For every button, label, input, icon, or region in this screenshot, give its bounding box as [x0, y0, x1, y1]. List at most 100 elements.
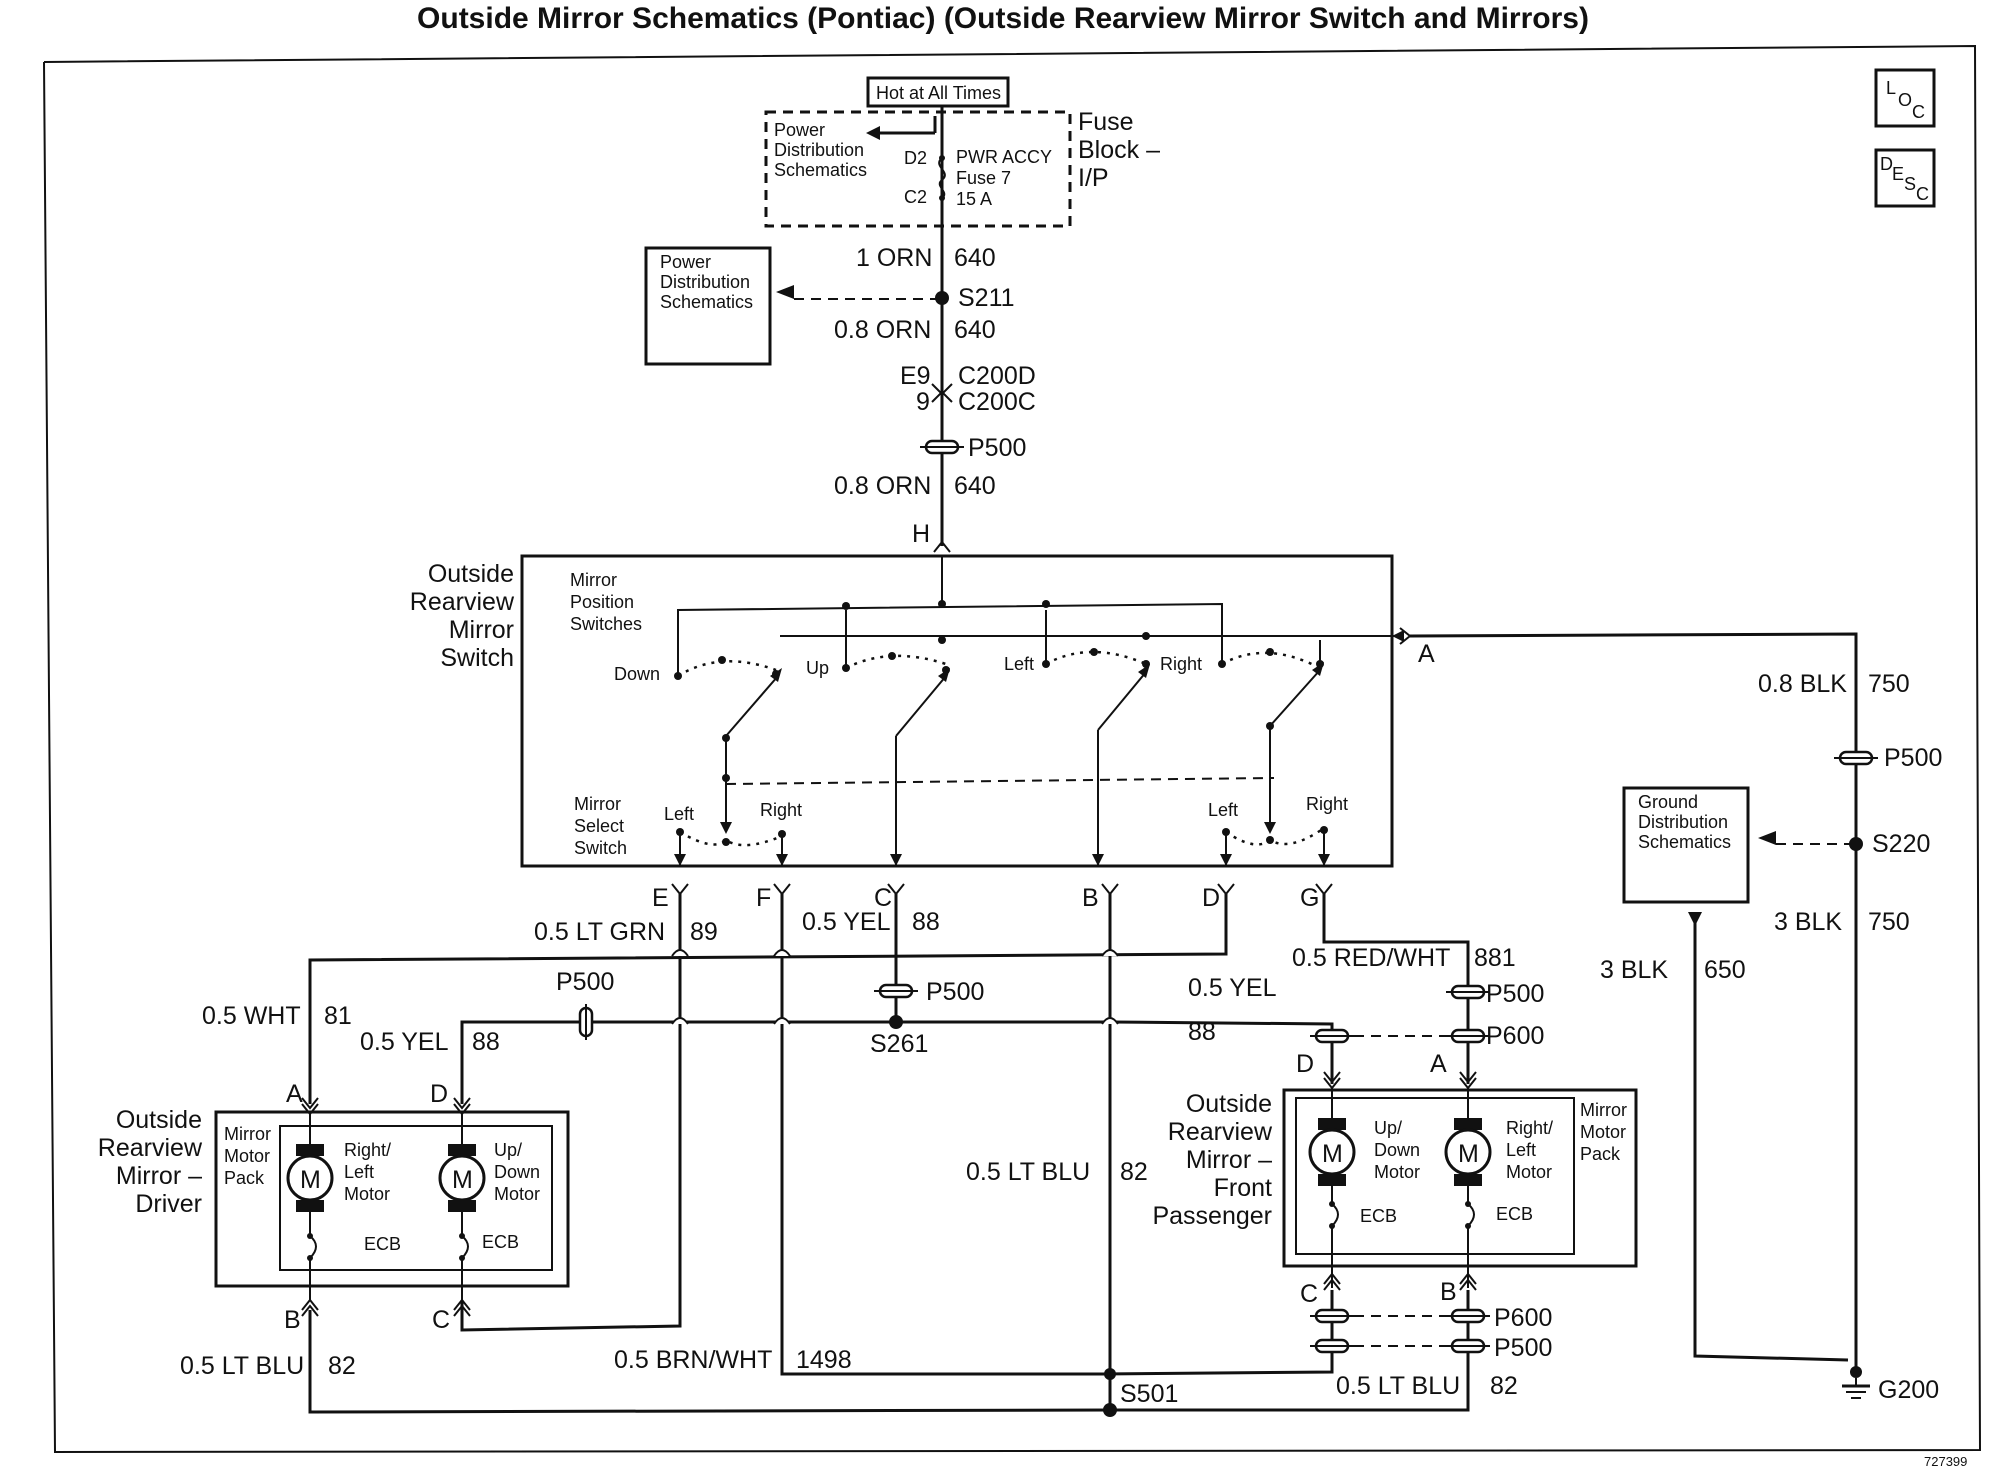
- svg-text:Pack: Pack: [224, 1168, 265, 1188]
- svg-text:3 BLK: 3 BLK: [1600, 956, 1668, 984]
- svg-text:0.5 BRN/WHT: 0.5 BRN/WHT: [614, 1346, 772, 1374]
- svg-text:Mirror: Mirror: [449, 616, 514, 644]
- svg-text:Driver: Driver: [135, 1190, 202, 1218]
- svg-text:C: C: [1916, 184, 1929, 204]
- svg-text:Fuse: Fuse: [1078, 108, 1134, 136]
- connector-p500-pass-bottom: P500: [1310, 1334, 1552, 1362]
- svg-text:P500: P500: [556, 968, 614, 996]
- svg-text:ECB: ECB: [482, 1232, 519, 1252]
- svg-text:P500: P500: [1486, 980, 1544, 1008]
- svg-text:88: 88: [472, 1028, 500, 1056]
- svg-text:0.5 RED/WHT: 0.5 RED/WHT: [1292, 944, 1450, 972]
- svg-text:B: B: [1440, 1278, 1457, 1306]
- connector-c200: E9 C200D 9 C200C: [900, 362, 1036, 416]
- svg-text:Rearview: Rearview: [1168, 1118, 1273, 1146]
- svg-text:Mirror –: Mirror –: [1186, 1146, 1272, 1174]
- svg-text:I/P: I/P: [1078, 164, 1109, 192]
- svg-text:9: 9: [916, 388, 930, 416]
- svg-text:Left: Left: [1004, 654, 1034, 674]
- svg-text:15 A: 15 A: [956, 189, 992, 209]
- svg-text:Hot at All Times: Hot at All Times: [876, 83, 1001, 103]
- connector-p500-top: P500: [920, 434, 1026, 462]
- svg-text:Passenger: Passenger: [1152, 1202, 1272, 1230]
- svg-text:0.5 LT BLU: 0.5 LT BLU: [966, 1158, 1090, 1186]
- svg-text:3 BLK: 3 BLK: [1774, 908, 1842, 936]
- svg-text:Outside: Outside: [1186, 1090, 1272, 1118]
- connector-p600-pass-bottom: P600: [1310, 1304, 1552, 1332]
- svg-text:H: H: [912, 520, 930, 548]
- svg-text:88: 88: [912, 908, 940, 936]
- svg-text:C200C: C200C: [958, 388, 1036, 416]
- svg-text:P500: P500: [968, 434, 1026, 462]
- desc-icon[interactable]: D E S C: [1874, 148, 1936, 208]
- driver-mirror: Outside Rearview Mirror – Driver Mirror …: [98, 1080, 570, 1300]
- svg-text:P500: P500: [926, 978, 984, 1006]
- wire-lt-grn-89: [460, 894, 682, 1332]
- svg-text:Pack: Pack: [1580, 1144, 1621, 1164]
- svg-text:Front: Front: [1214, 1174, 1272, 1202]
- svg-text:M: M: [1322, 1140, 1343, 1168]
- ground-distribution-box: Ground Distribution Schematics: [1622, 786, 1850, 904]
- svg-text:E9: E9: [900, 362, 931, 390]
- svg-text:M: M: [1458, 1140, 1479, 1168]
- svg-text:0.8 BLK: 0.8 BLK: [1758, 670, 1847, 698]
- splice-s501: [1103, 1403, 1117, 1417]
- svg-text:88: 88: [1188, 1018, 1216, 1046]
- svg-text:81: 81: [324, 1002, 352, 1030]
- svg-text:S261: S261: [870, 1030, 928, 1058]
- svg-text:Motor: Motor: [1506, 1162, 1552, 1182]
- connector-p500-pass-top: P500: [1446, 980, 1544, 1008]
- svg-text:Schematics: Schematics: [660, 292, 753, 312]
- svg-text:P500: P500: [1494, 1334, 1552, 1362]
- svg-text:Distribution: Distribution: [660, 272, 750, 292]
- fuse-block: Hot at All Times Power Distribution Sche…: [764, 76, 1160, 228]
- svg-text:M: M: [452, 1166, 473, 1194]
- svg-text:881: 881: [1474, 944, 1516, 972]
- svg-text:640: 640: [954, 244, 996, 272]
- svg-text:M: M: [300, 1166, 321, 1194]
- page-title: Outside Mirror Schematics (Pontiac) (Out…: [417, 2, 1589, 35]
- svg-text:Down: Down: [494, 1162, 540, 1182]
- svg-text:B: B: [1082, 884, 1099, 912]
- svg-text:Mirror: Mirror: [1580, 1100, 1627, 1120]
- svg-text:ECB: ECB: [1496, 1204, 1533, 1224]
- svg-text:C: C: [1300, 1280, 1318, 1308]
- svg-text:Right: Right: [1160, 654, 1202, 674]
- wire-wht-81: [308, 894, 1228, 1104]
- svg-text:Power: Power: [660, 252, 711, 272]
- svg-text:Down: Down: [1374, 1140, 1420, 1160]
- splice-s261: [889, 1015, 903, 1029]
- svg-text:Distribution: Distribution: [774, 140, 864, 160]
- svg-text:Fuse 7: Fuse 7: [956, 168, 1011, 188]
- svg-text:Right/: Right/: [1506, 1118, 1553, 1138]
- svg-text:750: 750: [1868, 670, 1910, 698]
- svg-text:640: 640: [954, 316, 996, 344]
- svg-text:Left: Left: [1208, 800, 1238, 820]
- svg-text:Mirror: Mirror: [570, 570, 617, 590]
- svg-text:82: 82: [1490, 1372, 1518, 1400]
- svg-text:Mirror: Mirror: [574, 794, 621, 814]
- svg-text:640: 640: [954, 472, 996, 500]
- svg-text:Power: Power: [774, 120, 825, 140]
- svg-text:0.5 WHT: 0.5 WHT: [202, 1002, 301, 1030]
- svg-text:A: A: [1430, 1050, 1447, 1078]
- svg-text:Select: Select: [574, 816, 624, 836]
- svg-text:Right: Right: [760, 800, 802, 820]
- svg-text:D: D: [1296, 1050, 1314, 1078]
- svg-text:Left: Left: [1506, 1140, 1536, 1160]
- svg-text:Motor: Motor: [224, 1146, 270, 1166]
- svg-text:Down: Down: [614, 664, 660, 684]
- svg-text:0.5 YEL: 0.5 YEL: [1188, 974, 1277, 1002]
- svg-text:Switch: Switch: [574, 838, 627, 858]
- svg-text:Motor: Motor: [1374, 1162, 1420, 1182]
- svg-text:S220: S220: [1872, 830, 1930, 858]
- svg-text:ECB: ECB: [364, 1234, 401, 1254]
- svg-text:Rearview: Rearview: [98, 1134, 203, 1162]
- svg-text:Outside: Outside: [116, 1106, 202, 1134]
- loc-icon[interactable]: L O C: [1874, 68, 1936, 128]
- svg-text:0.5 LT GRN: 0.5 LT GRN: [534, 918, 665, 946]
- svg-text:D: D: [1880, 154, 1893, 174]
- wire-lt-blu-82-bottom: [308, 1310, 1470, 1414]
- svg-text:Distribution: Distribution: [1638, 812, 1728, 832]
- svg-text:Motor: Motor: [344, 1184, 390, 1204]
